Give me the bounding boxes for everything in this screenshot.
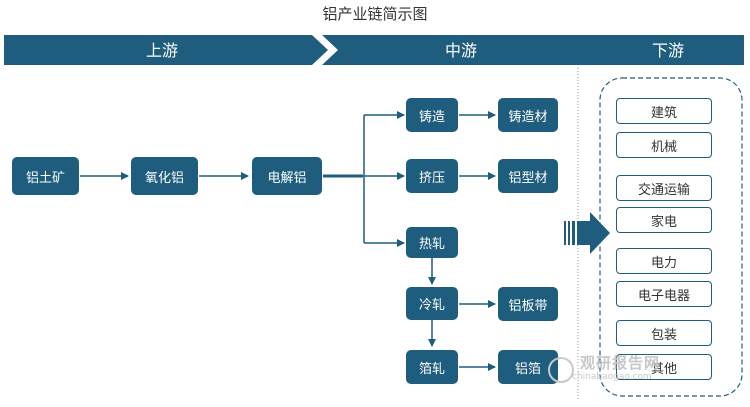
node-casting: 铸造 [406,98,458,132]
downstream-item: 交通运输 [616,175,712,201]
node-electrolytic-aluminum: 电解铝 [252,157,322,195]
downstream-item: 家电 [616,207,712,233]
node-cold-rolling: 冷轧 [406,287,458,320]
stage-label-midstream: 中游 [444,41,477,60]
downstream-item: 电力 [616,248,712,274]
downstream-item: 电子电器 [616,281,712,307]
downstream-banner [582,35,744,65]
node-extrusion: 挤压 [406,159,458,193]
watermark-url: chinabaogao.com [572,372,652,382]
midstream-banner [322,35,600,65]
flow-stripe-2 [568,221,570,245]
downstream-item: 建筑 [616,98,712,124]
node-aluminum-profile: 铝型材 [498,159,558,193]
downstream-item: 其他 [616,354,712,380]
downstream-item: 包装 [616,320,712,346]
downstream-item: 机械 [616,132,712,158]
node-cast-aluminum: 铸造材 [498,98,558,132]
upstream-banner [4,35,328,65]
downstream-container [599,77,743,397]
watermark-logo-icon [548,357,574,383]
node-plate-strip: 铝板带 [498,287,558,321]
node-hot-rolling: 热轧 [406,227,458,258]
stage-label-downstream: 下游 [651,41,684,60]
flow-arrow [577,212,610,254]
node-foil-rolling: 箔轧 [406,350,458,384]
node-alumina: 氧化铝 [131,157,198,195]
node-bauxite: 铝土矿 [12,157,79,195]
diagram-title: 铝产业链简示图 [322,5,428,23]
watermark-name: 观研报告网 [580,354,661,372]
flow-stripe-3 [572,221,575,245]
stage-label-upstream: 上游 [145,41,178,60]
flow-stripe-1 [564,221,566,245]
